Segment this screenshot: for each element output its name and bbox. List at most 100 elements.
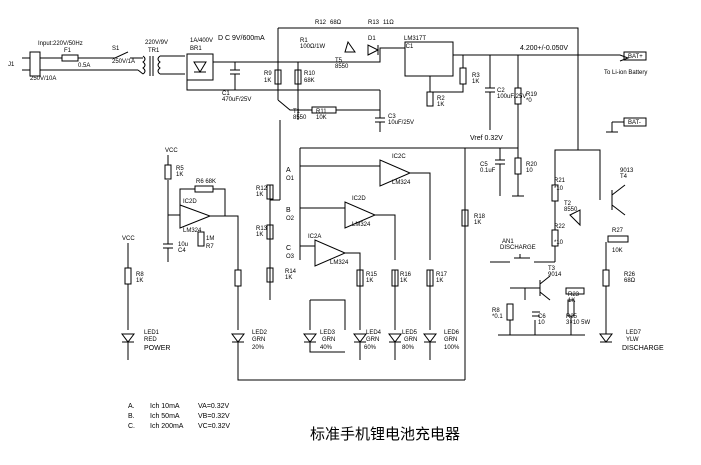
resistor-r9 — [274, 69, 282, 85]
t1-label: T1 — [293, 109, 301, 115]
opamp-ic2b: IC2D LM324 — [300, 196, 396, 260]
led7-text: DISCHARGE — [622, 345, 664, 352]
r14-label: R14 — [285, 269, 297, 275]
ac-input: Input:220V/50Hz J1 250V/10A F1 0.5A S1 2… — [8, 41, 138, 82]
legend-c-ich: Ich 200mA — [150, 423, 184, 430]
led3-label: LED3 — [320, 330, 336, 336]
r27-label: R27 — [612, 228, 624, 234]
r11-value: 10K — [316, 115, 327, 121]
r15-value: 1K — [366, 278, 373, 284]
r8-value: 1K — [136, 278, 143, 284]
resistor-r14 — [266, 267, 274, 283]
resistor-r16 — [391, 269, 399, 287]
led4-text: 60% — [364, 345, 377, 351]
led5-color: GRN — [404, 337, 417, 343]
led-40: LED3 GRN 40% — [303, 330, 336, 351]
f1-label: F1 — [64, 48, 72, 54]
plug-body — [29, 51, 41, 77]
input-wires — [40, 57, 58, 71]
node-c: C — [286, 245, 291, 252]
led2-text: 20% — [252, 345, 265, 351]
r12-value: 1K — [256, 192, 263, 198]
led3-color: GRN — [322, 337, 335, 343]
led-80: LED5 GRN 80% — [388, 330, 418, 351]
output-voltage: 4.200+/-0.050V — [520, 45, 568, 52]
r25-label: R25 — [566, 314, 578, 320]
t4-value: 9013 — [620, 168, 634, 174]
led2-color: GRN — [252, 337, 265, 343]
r9-label: R9 — [264, 71, 272, 77]
br1-spec: 1A/400V — [190, 38, 213, 44]
r2-label: R2 — [437, 96, 445, 102]
legend-b-ich: Ich 50mA — [150, 413, 180, 420]
bat-plus-terminal — [623, 51, 647, 61]
c5-label: C5 — [480, 162, 488, 168]
r7-value: 1M — [206, 236, 214, 242]
node-o3: O3 — [286, 254, 295, 260]
r6-label: R6 68K — [196, 179, 216, 185]
resistor-r18 — [461, 209, 469, 227]
r19-value: *0 — [526, 98, 532, 104]
led6-label: LED6 — [444, 330, 460, 336]
capacitor-c3 — [375, 90, 385, 132]
ic2d-part: LM324 — [183, 228, 202, 234]
diode-symbol — [193, 61, 207, 73]
t5-label: T5 — [335, 58, 343, 64]
an1-discharge: DISCHARGE — [500, 245, 536, 251]
r10-label: R10 — [304, 71, 316, 77]
legend-c-letter: C. — [128, 423, 135, 430]
bat-minus-label: BAT- — [628, 120, 641, 126]
r5-label: R5 — [176, 166, 184, 172]
tr1-label: TR1 — [148, 48, 160, 54]
s1-value: 250V/1A — [112, 59, 135, 65]
resistor-r3 — [459, 67, 467, 85]
led1-text: POWER — [144, 345, 170, 352]
d1-label: D1 — [368, 36, 376, 42]
resistor-r28 — [506, 303, 514, 321]
led3-text: 40% — [320, 345, 333, 351]
r25-value: 3×10 5W — [566, 320, 591, 326]
c5-value: 0.1uF — [480, 168, 496, 174]
diode-d1 — [367, 44, 380, 56]
r23-value: 1K — [568, 298, 575, 304]
resistor-r12 — [266, 184, 274, 200]
capacitor-c5 — [495, 148, 505, 196]
node-b: B — [286, 207, 291, 214]
r7-label: R7 — [206, 244, 214, 250]
switch-s1 — [108, 51, 138, 59]
c3-label: C3 — [388, 114, 396, 120]
led1-color: RED — [144, 337, 157, 343]
ic2c-part: LM324 — [392, 180, 411, 186]
j1-label: J1 — [8, 62, 15, 68]
led-row: LED1 RED POWER LED2 GRN 20% LED3 GRN 40%… — [121, 330, 664, 381]
resistor-r15 — [356, 269, 364, 287]
r12-top-value: 68Ω — [330, 20, 342, 26]
resistor-r20 — [514, 157, 522, 175]
led2-label: LED2 — [252, 330, 268, 336]
ic1-label: IC1 — [404, 44, 414, 50]
r13-top-label: R13 — [368, 20, 380, 26]
r26-value: 68Ω — [624, 278, 636, 284]
c6-label: C6 — [538, 314, 546, 320]
opamp-ic2c: IC2C LM324 — [300, 154, 431, 260]
ic1-part: LM317T — [404, 36, 426, 42]
c1-label: C1 — [222, 91, 230, 97]
resistor-r10 — [294, 69, 302, 85]
top-feedback-wire — [278, 27, 579, 150]
r18-label: R18 — [474, 214, 486, 220]
legend-a-v: VA=0.32V — [198, 403, 230, 410]
c2-label: C2 — [497, 88, 505, 94]
r16-label: R16 — [400, 272, 412, 278]
led-power: LED1 RED POWER — [121, 330, 170, 352]
led6-color: GRN — [444, 337, 457, 343]
r5-value: 1K — [176, 172, 183, 178]
pushbutton-an1[interactable] — [490, 254, 555, 263]
r14-value: 1K — [285, 275, 292, 281]
r28-label: R8 — [492, 308, 500, 314]
legend-c-v: VC=0.32V — [198, 423, 230, 430]
resistor-r6 — [194, 185, 214, 193]
r21-value: *10 — [554, 186, 564, 192]
s1-label: S1 — [112, 46, 120, 52]
led4-label: LED4 — [366, 330, 382, 336]
dc-output-label: D C 9V/600mA — [218, 35, 265, 42]
